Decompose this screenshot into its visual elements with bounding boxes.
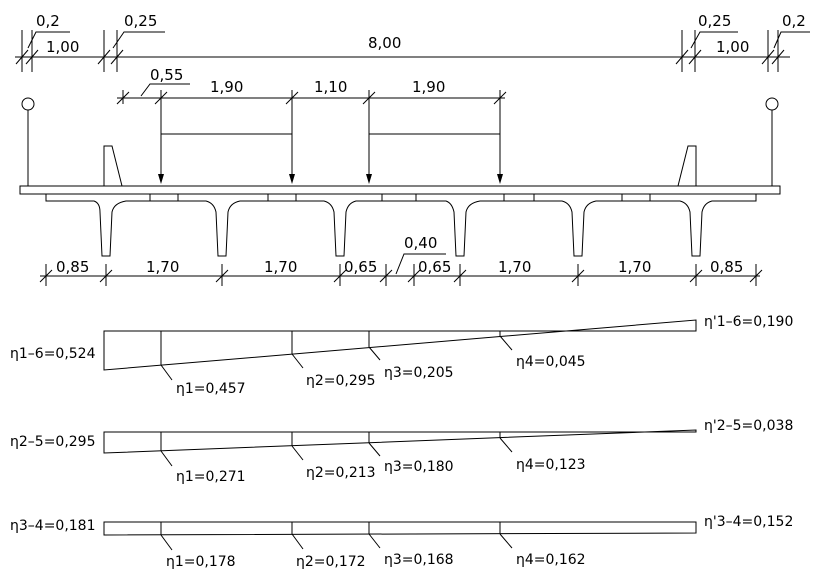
dim-half-right: 0,65 (418, 258, 451, 276)
eta-value-3: η3=0,205 (384, 365, 454, 381)
load-arrow (158, 174, 164, 184)
railing-lamp-icon (765, 97, 779, 111)
dim-left-walkway: 1,00 (46, 38, 79, 56)
influence-area-3 (103, 521, 697, 536)
eta-value-4: η4=0,162 (516, 552, 586, 568)
dim-left-edge: 0,2 (36, 12, 60, 30)
eta-right-label: η'2–5=0,038 (704, 418, 793, 434)
load-arrow (289, 174, 295, 184)
eta-value-4: η4=0,045 (516, 354, 586, 370)
load-dimension-chain: 0,55 1,90 1,10 1,90 (116, 66, 507, 184)
dim-load-gap: 1,10 (314, 78, 347, 96)
load-arrow (497, 174, 503, 184)
dim-left-curb: 0,25 (124, 12, 157, 30)
dim-span-3: 1,70 (498, 258, 531, 276)
eta-value-2: η2=0,295 (306, 373, 376, 389)
dim-half-left: 0,65 (344, 258, 377, 276)
influence-line-3: η3–4=0,181 η'3–4=0,152 η1=0,178 η2=0,172… (10, 514, 793, 570)
eta-right-label: η'3–4=0,152 (704, 514, 793, 530)
dim-span-2: 1,70 (264, 258, 297, 276)
load-arrow (366, 174, 372, 184)
girder-dimension-chain: 0,85 1,70 1,70 0,65 0,40 0,65 1,70 1,70 … (39, 234, 763, 286)
dim-load-axle-1: 1,90 (210, 78, 243, 96)
dim-span-4: 1,70 (618, 258, 651, 276)
influence-line-1: η1–6=0,524 η'1–6=0,190 η1=0,457 η2=0,295… (10, 314, 793, 397)
eta-left-label: η1–6=0,524 (10, 346, 96, 362)
dim-right-walkway: 1,00 (716, 38, 749, 56)
eta-value-2: η2=0,213 (306, 465, 376, 481)
influence-area-1 (103, 319, 697, 371)
eta-left-label: η3–4=0,181 (10, 518, 96, 534)
dim-left-cantilever: 0,85 (56, 258, 89, 276)
dim-right-curb: 0,25 (698, 12, 731, 30)
dim-span-1: 1,70 (146, 258, 179, 276)
dim-joint: 0,40 (404, 234, 437, 252)
influence-line-2: η2–5=0,295 η'2–5=0,038 η1=0,271 η2=0,213… (10, 418, 793, 485)
eta-value-1: η1=0,457 (176, 381, 246, 397)
dim-load-axle-2: 1,90 (412, 78, 445, 96)
dim-load-offset: 0,55 (150, 66, 183, 84)
eta-right-label: η'1–6=0,190 (704, 314, 793, 330)
eta-value-1: η1=0,271 (176, 469, 246, 485)
dim-right-cantilever: 0,85 (710, 258, 743, 276)
railing-lamp-icon (21, 97, 35, 111)
dim-carriageway: 8,00 (368, 34, 401, 52)
eta-value-1: η1=0,178 (166, 554, 236, 570)
eta-value-3: η3=0,168 (384, 552, 454, 568)
dim-right-edge: 0,2 (782, 12, 806, 30)
eta-value-4: η4=0,123 (516, 457, 586, 473)
eta-left-label: η2–5=0,295 (10, 434, 96, 450)
deck-cross-section (19, 97, 781, 257)
eta-value-3: η3=0,180 (384, 459, 454, 475)
top-dimension-chain: 0,2 1,00 0,25 8,00 0,25 1,00 0,2 (15, 12, 810, 72)
influence-area-2 (103, 429, 697, 454)
eta-value-2: η2=0,172 (296, 554, 366, 570)
